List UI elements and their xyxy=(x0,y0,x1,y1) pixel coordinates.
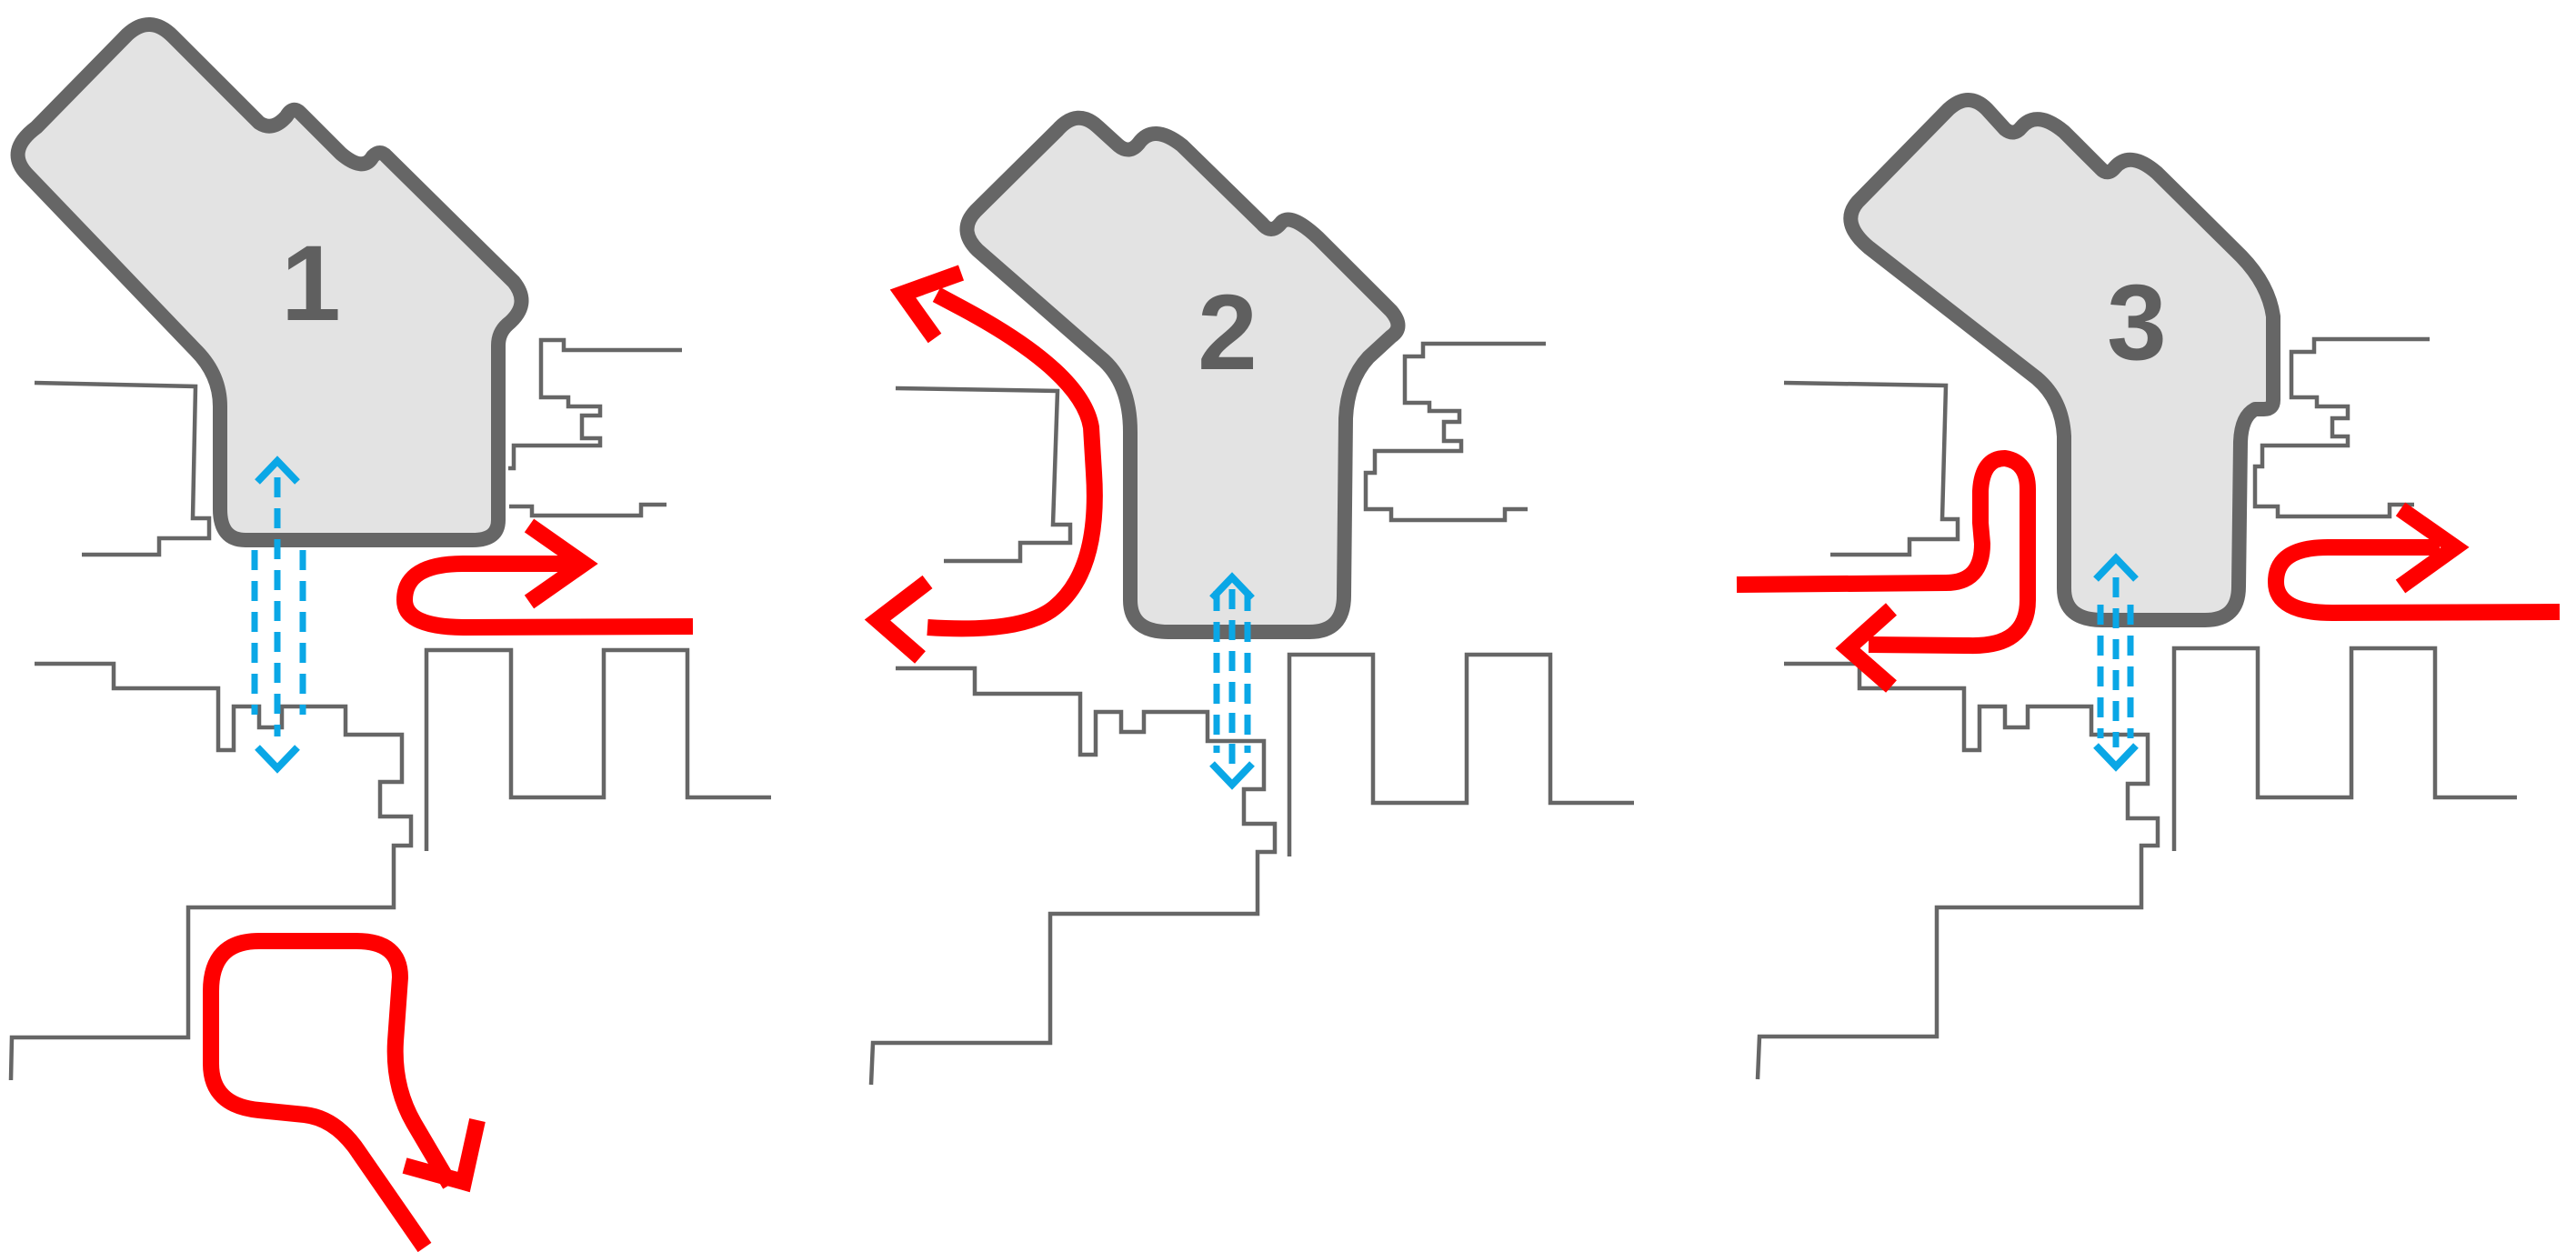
variant-label-3: 3 xyxy=(2107,263,2167,383)
blue-dashed-double-arrow-icon xyxy=(255,745,300,774)
ventilation-arrow xyxy=(1209,572,1255,790)
flow-arrow xyxy=(1736,450,2036,693)
site-outline xyxy=(868,666,1278,1086)
variant-1-panel: 1 xyxy=(8,17,771,1252)
site-outline xyxy=(34,380,212,557)
blue-dashed-double-arrow-icon xyxy=(255,456,300,485)
red-flow-arrow-icon xyxy=(524,518,598,609)
blue-dashed-double-arrow-icon xyxy=(1209,572,1255,601)
site-outline xyxy=(1287,652,1634,856)
ventilation-arrow xyxy=(251,456,306,774)
site-outline xyxy=(8,661,414,1081)
building-mass xyxy=(1843,93,2280,627)
site-outline xyxy=(895,386,1073,564)
building-mass xyxy=(10,17,529,547)
site-context-lines xyxy=(1755,336,2517,1080)
building-mass xyxy=(959,110,1406,639)
site-outline xyxy=(2171,646,2517,851)
red-flow-arrow-icon xyxy=(864,575,933,664)
red-flow-arrow-icon xyxy=(1835,603,1898,693)
red-flow-arrow-icon xyxy=(402,1118,486,1193)
red-flow-arrow-icon xyxy=(889,265,965,344)
flow-arrow xyxy=(2268,502,2561,621)
site-outline xyxy=(1363,341,1546,523)
site-outline xyxy=(424,647,771,851)
ventilation-arrow xyxy=(2093,553,2139,772)
site-outline xyxy=(1783,380,1960,557)
red-flow-arrow-icon xyxy=(2395,502,2470,594)
variant-3-panel: 3 xyxy=(1736,93,2561,1080)
variant-label-1: 1 xyxy=(281,224,341,344)
site-outline xyxy=(508,337,682,471)
blue-dashed-double-arrow-icon xyxy=(1209,761,1255,790)
site-context-lines xyxy=(868,341,1634,1086)
flow-arrow xyxy=(203,933,486,1252)
blue-dashed-double-arrow-icon xyxy=(2093,743,2139,772)
variant-2-panel: 2 xyxy=(864,110,1634,1086)
flow-arrow xyxy=(864,265,1103,664)
blue-dashed-double-arrow-icon xyxy=(2093,553,2139,582)
site-outline xyxy=(1755,661,2160,1080)
site-outline xyxy=(2252,336,2430,519)
variant-label-2: 2 xyxy=(1198,273,1258,393)
flow-arrow xyxy=(396,518,694,636)
site-outline xyxy=(509,502,667,518)
site-context-lines xyxy=(8,337,771,1081)
